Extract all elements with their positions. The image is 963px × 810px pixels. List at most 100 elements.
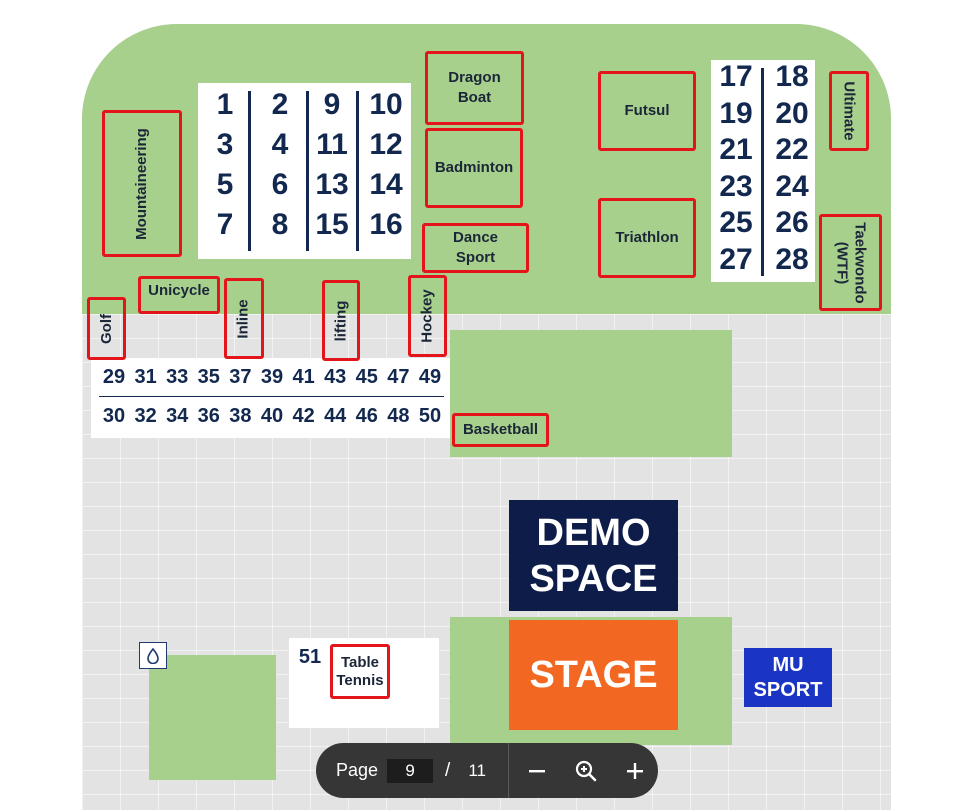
booth-number: 21: [719, 133, 753, 166]
booth-number: 2: [271, 88, 289, 121]
zone-mountaineering-label: Mountaineering: [133, 127, 151, 240]
zone-badminton-label: Badminton: [434, 159, 514, 176]
zone-unicycle-label: Unicycle: [148, 282, 210, 299]
booth-number: 38: [229, 405, 252, 427]
zone-mountaineering[interactable]: Mountaineering: [102, 110, 182, 257]
page-number-input[interactable]: 9: [387, 758, 434, 783]
booth-number: 49: [418, 366, 442, 388]
booth-number: 27: [719, 242, 753, 276]
booth-number: 9: [323, 88, 341, 121]
zone-table-tennis-label: Table Tennis: [336, 653, 384, 689]
booth-number: 13: [315, 168, 349, 201]
demo-space[interactable]: DEMO SPACE: [509, 500, 678, 611]
booth-number: 4: [271, 128, 289, 161]
booth-number: 8: [271, 208, 289, 241]
zone-basketball[interactable]: Basketball: [452, 413, 549, 447]
booth-panel-1-16: [198, 83, 411, 259]
booth-number: 47: [387, 366, 410, 388]
zoom-in-button[interactable]: [615, 751, 655, 791]
booth-panel-29-50: [91, 358, 450, 438]
zone-table-tennis[interactable]: Table Tennis: [330, 644, 390, 699]
booth-number: 44: [324, 405, 347, 427]
booth-number: 1: [216, 88, 234, 121]
mu-sport-label: MU SPORT: [753, 654, 823, 701]
zone-ultimate-label: Ultimate: [841, 81, 858, 141]
booth-number: 36: [197, 405, 220, 427]
booth-number: 5: [216, 168, 234, 201]
booth-panel-17-28: [711, 60, 815, 282]
booth-number: 10: [369, 88, 403, 121]
booth-number: 25: [719, 206, 753, 239]
booth-number: 3: [216, 128, 234, 161]
booth-number: 19: [719, 96, 753, 130]
stage-label: STAGE: [529, 654, 658, 696]
zone-hockey[interactable]: Hockey: [408, 275, 447, 357]
page-toolbar: Page 9 / 11: [316, 743, 658, 798]
zoom-out-button[interactable]: [517, 751, 557, 791]
total-pages: 11: [468, 760, 486, 780]
zone-ultimate[interactable]: Ultimate: [829, 71, 869, 151]
booth-number: 48: [387, 405, 410, 427]
zone-triathlon[interactable]: Triathlon: [598, 198, 696, 278]
zone-inline[interactable]: Inline: [224, 278, 264, 359]
booth-number: 26: [775, 206, 809, 239]
booth-number: 34: [166, 405, 189, 427]
booth-51-number: 51: [298, 646, 322, 668]
booth-number: 46: [355, 405, 378, 427]
zone-basketball-label: Basketball: [462, 421, 539, 438]
zone-taekwondo-label: Taekwondo (WTF): [833, 221, 869, 304]
booth-number: 6: [271, 168, 289, 201]
booth-number: 28: [775, 242, 809, 276]
booth-number: 32: [134, 405, 157, 427]
booth-number: 22: [775, 133, 809, 166]
zone-dragon-boat-label: Dragon Boat: [448, 69, 501, 106]
basketball-court-area: [450, 330, 732, 457]
zone-unicycle[interactable]: Unicycle: [138, 276, 220, 314]
zone-dance-sport[interactable]: Dance Sport: [422, 223, 529, 273]
booth-number: 17: [719, 60, 753, 93]
page-label: Page: [336, 760, 379, 780]
zone-futsul[interactable]: Futsul: [598, 71, 696, 151]
zone-inline-label: Inline: [235, 298, 253, 339]
zoom-fit-button[interactable]: [566, 751, 606, 791]
booth-number: 12: [369, 128, 403, 161]
booth-number: 11: [316, 128, 348, 161]
zone-golf[interactable]: Golf: [87, 297, 126, 360]
booth-number: 31: [134, 366, 157, 388]
stage[interactable]: STAGE: [509, 620, 678, 730]
booth-number: 16: [369, 208, 403, 241]
booth-number: 42: [292, 405, 315, 427]
magnifier-plus-icon: [575, 760, 597, 781]
zone-lifting[interactable]: lifting: [322, 280, 360, 361]
zone-futsul-label: Futsul: [624, 102, 670, 119]
booth-number: 33: [166, 366, 189, 388]
booth-number: 35: [197, 366, 220, 388]
page-separator: /: [445, 759, 451, 781]
booth-number: 14: [369, 168, 403, 201]
zone-dragon-boat[interactable]: Dragon Boat: [425, 51, 524, 125]
zone-taekwondo[interactable]: Taekwondo (WTF): [819, 214, 882, 311]
zone-golf-label: Golf: [97, 313, 115, 344]
booth-number: 15: [315, 208, 349, 241]
mu-sport[interactable]: MU SPORT: [744, 648, 832, 707]
booth-number: 43: [324, 366, 347, 388]
booth-number: 41: [292, 366, 315, 388]
zone-dance-sport-label: Dance Sport: [452, 229, 499, 266]
booth-number: 45: [355, 366, 378, 388]
booth-number: 23: [719, 169, 753, 203]
minus-icon: [528, 769, 545, 772]
booth-number: 50: [418, 405, 442, 427]
booth-number: 18: [775, 60, 809, 93]
zone-lifting-label: lifting: [332, 300, 350, 341]
toolbar-divider: [507, 743, 509, 798]
booth-number: 24: [775, 169, 809, 203]
booth-number: 20: [775, 96, 809, 130]
zone-hockey-label: Hockey: [418, 289, 436, 343]
plus-icon: [626, 762, 643, 779]
zone-badminton[interactable]: Badminton: [425, 128, 523, 208]
booth-number: 30: [102, 405, 126, 427]
water-drop-icon[interactable]: [139, 642, 167, 669]
lawn-patch: [149, 655, 276, 780]
booth-number: 37: [229, 366, 252, 388]
booth-number: 40: [260, 405, 284, 427]
